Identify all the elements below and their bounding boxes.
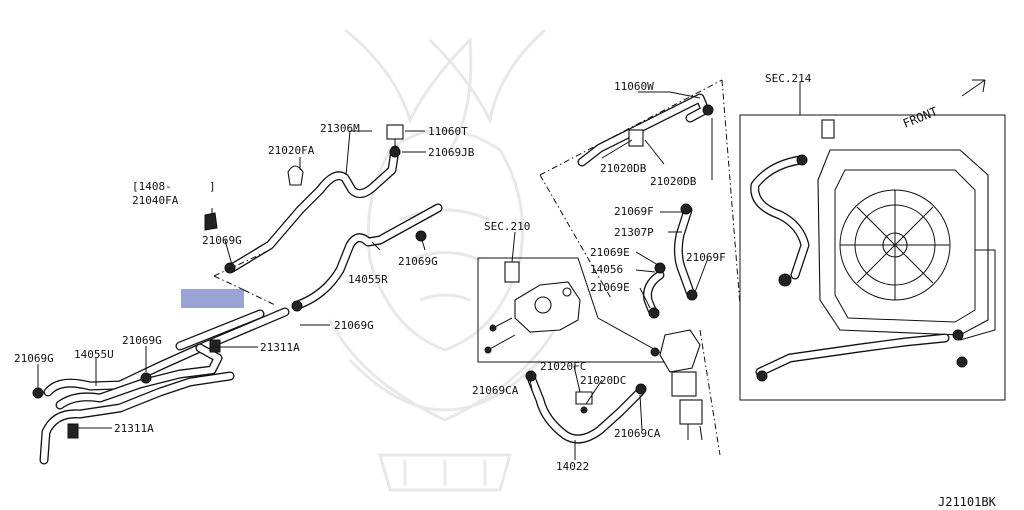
label-21040fa[interactable]: 21040FA — [132, 194, 179, 207]
emblem-watermark — [328, 28, 562, 492]
label-14056[interactable]: 14056 — [590, 263, 623, 276]
radiator-assembly — [817, 119, 996, 341]
label-21311a-b[interactable]: 21311A — [114, 422, 154, 435]
front-direction-arrow: FRONT — [901, 79, 986, 131]
thermostat-housing — [484, 261, 581, 354]
label-11060w[interactable]: 11060W — [614, 80, 654, 93]
label-14055r[interactable]: 14055R — [348, 273, 388, 286]
boundary-line-f — [721, 79, 741, 306]
valve-21040fa — [204, 212, 218, 231]
label-21069jb[interactable]: 21069JB — [428, 146, 475, 159]
hose-21307p — [673, 203, 698, 301]
label-bracket-close: ] — [209, 180, 216, 193]
label-21069f-a[interactable]: 21069F — [614, 205, 654, 218]
label-21069g-e[interactable]: 21069G — [14, 352, 54, 365]
label-21069g-d[interactable]: 21069G — [122, 334, 162, 347]
leader-lines — [37, 82, 801, 460]
diagram-code: J21101BK — [938, 495, 997, 509]
hose-upper-radiator — [750, 154, 810, 287]
label-21069e-a[interactable]: 21069E — [590, 246, 630, 259]
label-21307p[interactable]: 21307P — [614, 226, 654, 239]
bracket-21020db — [628, 129, 644, 147]
label-21069g-b[interactable]: 21069G — [398, 255, 438, 268]
fitting-11060t — [386, 124, 404, 140]
boundary-line-e — [539, 174, 613, 301]
hose-14056 — [643, 262, 666, 319]
label-14055u[interactable]: 14055U — [74, 348, 114, 361]
boundary-line-a — [213, 249, 271, 277]
label-21020dc[interactable]: 21020DC — [580, 374, 626, 387]
boundary-line-c — [213, 275, 245, 291]
front-label: FRONT — [901, 104, 940, 131]
label-21069ca-a[interactable]: 21069CA — [472, 384, 519, 397]
label-21020db-a[interactable]: 21020DB — [600, 162, 647, 175]
label-sec-214[interactable]: SEC.214 — [765, 72, 812, 85]
bolt-21311a-a — [209, 339, 221, 353]
label-1408-bracket[interactable]: [1408- — [132, 180, 172, 193]
highlight-box[interactable] — [181, 289, 244, 308]
label-21069g-a[interactable]: 21069G — [202, 234, 242, 247]
part-labels: 11060W 21306M 11060T 21020FA 21069JB [14… — [14, 72, 812, 473]
sec-214-frame — [739, 114, 1006, 401]
label-11060t[interactable]: 11060T — [428, 125, 468, 138]
boundary-line-b — [243, 289, 276, 306]
label-21020db-b[interactable]: 21020DB — [650, 175, 697, 188]
pipe-11060w — [577, 93, 714, 167]
label-21069g-c[interactable]: 21069G — [334, 319, 374, 332]
hose-14022 — [525, 370, 647, 444]
label-21020fa[interactable]: 21020FA — [268, 144, 315, 157]
bolt-21311a-b — [67, 423, 79, 439]
label-21020fc[interactable]: 21020FC — [540, 360, 586, 373]
hose-lower-radiator — [755, 329, 968, 382]
clip-21020fa — [287, 165, 304, 186]
boundary-line-g — [699, 329, 721, 456]
label-21069e-b[interactable]: 21069E — [590, 281, 630, 294]
water-outlet — [650, 329, 703, 441]
label-21306m[interactable]: 21306M — [320, 122, 360, 135]
hose-21306m — [227, 124, 404, 273]
label-sec-210[interactable]: SEC.210 — [484, 220, 530, 233]
label-21069f-b[interactable]: 21069F — [686, 251, 726, 264]
pipe-bundle-21311a — [39, 307, 290, 465]
label-21311a-a[interactable]: 21311A — [260, 341, 300, 354]
label-14022[interactable]: 14022 — [556, 460, 589, 473]
label-21069ca-b[interactable]: 21069CA — [614, 427, 661, 440]
hose-14055r — [293, 203, 443, 310]
